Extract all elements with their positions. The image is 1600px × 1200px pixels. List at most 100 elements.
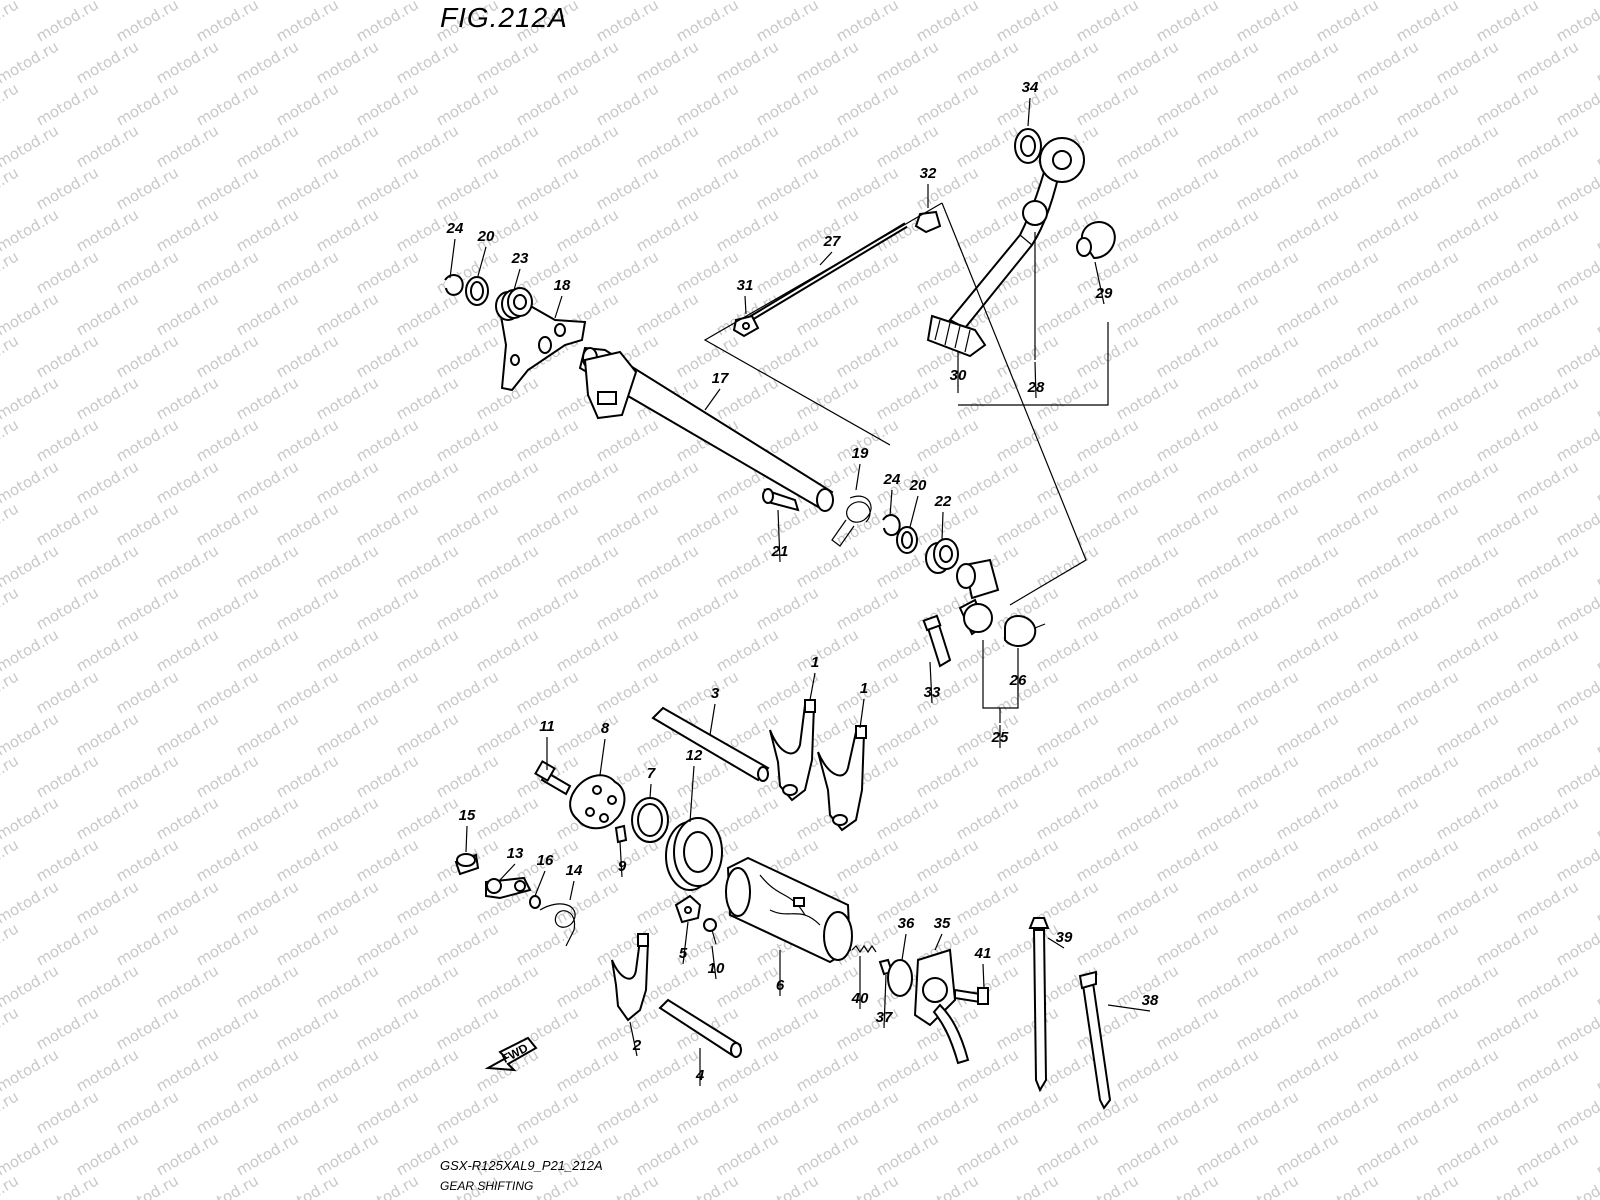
nut-32 [914,210,942,234]
leader-line-p2 [629,1021,638,1057]
leader-line-p24b [889,489,893,517]
callout-p30: 30 [950,367,967,384]
leader-line-p10 [711,945,717,980]
callout-p22: 22 [934,493,952,510]
leader-line-p38 [1107,1004,1151,1012]
return-spring-19 [831,495,872,547]
leader-line-p14 [569,880,575,901]
leader-line-p37 [883,974,887,1029]
callout-p19: 19 [852,445,869,462]
callout-p11: 11 [539,718,555,735]
spring-23 [495,287,533,321]
callout-p10: 10 [708,960,725,977]
shift-link-rod-27 [746,222,908,323]
leader-line-p5 [682,921,689,965]
callout-p1a: 1 [811,654,819,671]
callout-p15: 15 [459,807,476,824]
bearing-12 [665,817,723,891]
washer-20-upper [465,276,489,306]
callout-p23: 23 [511,250,529,267]
leader-line-p7 [649,783,652,799]
callout-p20a: 20 [477,228,495,245]
callout-p32: 32 [920,165,937,182]
leader-line-p3 [709,703,716,736]
callout-p13: 13 [507,845,524,862]
section-name: GEAR SHIFTING [440,1179,534,1193]
model-code: GSX-R125XAL9_P21_212A [440,1158,603,1173]
leader-line-p18 [554,295,563,319]
spring-40 [851,944,877,954]
forward-direction-arrow: FWD [484,1036,538,1072]
washer-34 [1014,128,1042,164]
callout-p29: 29 [1095,285,1113,302]
leader-line-p12 [689,765,695,823]
callout-p1b: 1 [860,680,868,697]
callout-p24b: 24 [883,471,901,488]
leader-line-p8 [599,738,606,776]
leader-line-p31 [744,295,747,315]
callout-p6: 6 [776,977,785,994]
leader-line-p16 [534,870,546,897]
washer-16 [529,895,541,909]
gearshift-cam-drum-6 [725,856,853,964]
callout-p27: 27 [823,233,841,250]
leader-line-p17 [704,388,721,411]
leader-line-p39 [1047,937,1065,949]
pin-9 [614,824,628,844]
callout-p16: 16 [537,852,554,869]
callout-p39: 39 [1056,929,1073,946]
bolt-41 [954,987,989,1005]
bolt-21 [762,488,800,512]
callout-p17: 17 [712,370,729,387]
leader-line-p1b [859,698,865,729]
footrest-rubber [926,314,987,358]
callout-leader-lines [449,97,1151,1086]
leader-line-p23 [513,268,521,291]
leader-line-p13 [499,863,516,881]
callout-p2: 2 [632,1037,642,1054]
drum-stopper-plate-8 [569,774,626,830]
bolt-33 [922,614,952,668]
bolt-11 [534,760,572,796]
callout-p33: 33 [924,684,941,701]
leader-line-p27 [819,251,833,266]
o-ring-36 [887,959,913,997]
leader-line-p21 [777,509,781,563]
leader-line-p9 [619,841,623,878]
gear-shift-lever [948,137,1085,330]
leader-line-p24a [449,238,456,279]
fork-shaft-4 [658,998,742,1058]
circlip-24-lower [882,514,901,536]
leader-line-p36 [901,933,907,961]
callout-p3: 3 [711,685,720,702]
callout-p34: 34 [1022,79,1039,96]
shift-fork-2 [611,933,650,1022]
leader-line-p28 [1034,361,1037,399]
circlip-24-upper [444,274,464,296]
callout-p38: 38 [1142,992,1159,1009]
figure-title: FIG.212A [440,2,568,33]
leader-line-p19 [855,463,861,491]
leader-line-p34 [1027,97,1031,127]
callout-p28: 28 [1027,379,1045,396]
callout-p14: 14 [566,862,583,879]
washer-7 [631,797,669,843]
leader-line-p41 [982,963,985,989]
callout-p21: 21 [771,543,789,560]
shift-arm-plate [583,350,638,420]
callout-p9: 9 [618,858,627,875]
leader-line-p20a [477,246,487,277]
gearshift-shaft-17 [578,346,834,512]
callout-p8: 8 [601,720,610,737]
callout-p41: 41 [974,945,992,962]
boot-26 [1004,615,1046,647]
leader-line-p29 [1094,261,1105,305]
callout-p37: 37 [876,1009,893,1026]
nut-31 [732,314,760,338]
callout-p40: 40 [851,990,869,1007]
leader-line-p33 [929,661,933,704]
gear-position-switch-35 [913,948,970,1065]
